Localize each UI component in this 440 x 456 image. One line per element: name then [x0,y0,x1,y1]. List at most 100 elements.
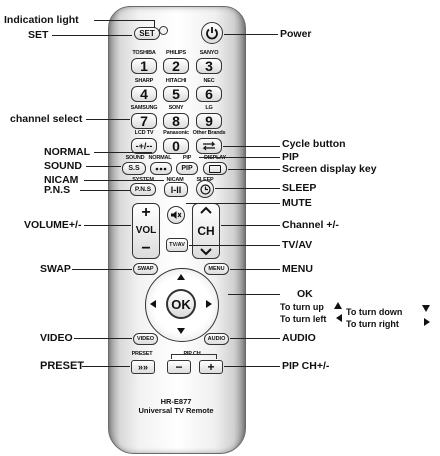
label-volume: VOLUME+/- [24,219,82,231]
menu-button[interactable]: MENU [204,263,229,275]
label-audio: AUDIO [282,332,316,344]
digit-1-button[interactable]: 1 [131,58,157,74]
pipch-plus-button[interactable]: + [199,360,223,374]
dpad-right-button[interactable] [204,298,214,310]
nicam-mini-label: NICAM [166,177,184,183]
mute-speaker-icon [171,211,182,219]
label-sleep: SLEEP [282,182,317,194]
digit-7-button[interactable]: 7 [131,113,157,129]
dpad-up-button[interactable] [175,272,187,282]
label-nicam: NICAM [44,174,79,186]
mute-button[interactable] [167,206,185,224]
brand-label-lg: LG [205,105,213,111]
brand-label-panasonic: Panasonic [163,130,189,136]
model-number: HR-E877 [160,397,192,406]
dpad-left-button[interactable] [148,298,158,310]
label-turn-down: To turn down [346,307,403,317]
brand-label-other-brands: Other Brands [192,130,226,136]
normal-button[interactable] [150,162,172,175]
label-mute: MUTE [282,197,312,209]
leader-sleep [215,188,280,189]
label-normal: NORMAL [44,146,91,158]
sound-button[interactable]: S.S [122,162,146,175]
audio-button[interactable]: AUDIO [204,333,229,345]
turn-left-icon [336,314,342,322]
leader-channel [221,225,280,226]
turn-up-icon [334,302,342,309]
leader-indication-light-drop [154,20,155,28]
swap-button[interactable]: SWAP [133,263,158,275]
leader-ok [228,294,280,295]
brand-label-hitachi: HITACHI [165,78,187,84]
leader-cycle-button [223,146,280,147]
label-channel-select: channel select [10,113,83,125]
cycle-arrows-icon [202,141,216,151]
leader-swap [72,269,132,270]
normal-mini-label: NORMAL [148,155,172,161]
leader-tvav [189,245,280,246]
digit-4-button[interactable]: 4 [131,86,157,102]
leader-set [52,35,132,36]
volume-down-label: − [141,240,151,257]
leader-audio [230,338,280,339]
dots-icon [155,167,167,170]
screen-display-button[interactable] [203,162,227,175]
video-button[interactable]: VIDEO [133,333,158,345]
triangle-left-icon [150,300,156,308]
label-tvav: TV/AV [282,239,313,251]
brand-label-nec: NEC [203,78,215,84]
pip-button[interactable]: PIP [176,162,198,175]
sleep-button[interactable] [196,180,214,198]
digit-5-button[interactable]: 5 [163,86,189,102]
label-turn-right: To turn right [346,319,399,329]
pipch-bracket [171,354,217,359]
digit-8-button[interactable]: 8 [163,113,189,129]
remote-control-body [108,6,246,454]
dash-button[interactable]: -+/-- [131,138,157,154]
brand-label-sharp: SHARP [134,78,154,84]
nicam-button[interactable]: I-II [164,182,188,197]
pipch-minus-button[interactable]: − [167,360,191,374]
triangle-right-icon [206,300,212,308]
preset-mini-label: PRESET [131,351,153,357]
leader-pns [80,190,130,191]
model-subtitle: Universal TV Remote [138,406,214,415]
digit-0-button[interactable]: 0 [163,138,189,154]
leader-power [224,34,278,35]
display-icon [209,164,221,173]
digit-2-button[interactable]: 2 [163,58,189,74]
power-button[interactable] [201,22,223,44]
clock-icon [199,183,211,195]
label-menu: MENU [282,263,313,275]
brand-label-sanyo: SANYO [199,50,219,56]
preset-button[interactable]: »» [131,360,155,374]
label-turn-up: To turn up [280,302,324,312]
channel-rocker[interactable]: CH [192,203,220,259]
label-pns: P.N.S [44,184,71,196]
leader-volume [84,225,131,226]
digit-3-button[interactable]: 3 [196,58,222,74]
pns-button[interactable]: P.N.S [130,183,156,196]
label-screen-display-key: Screen display key [282,163,377,175]
label-cycle-button: Cycle button [282,138,346,150]
cycle-button[interactable] [196,138,222,154]
triangle-down-icon [177,328,185,334]
indication-light-icon [159,26,168,35]
leader-screen-display-key [228,169,280,170]
ok-button[interactable]: OK [166,289,196,319]
digit-9-button[interactable]: 9 [196,113,222,129]
label-preset: PRESET [40,360,85,372]
digit-6-button[interactable]: 6 [196,86,222,102]
label-ok: OK [297,288,313,300]
brand-label-philips: PHILIPS [166,50,186,56]
leader-nicam [84,180,164,181]
brand-label-sony: SONY [168,105,184,111]
volume-rocker[interactable]: + VOL − [132,203,160,259]
sound-mini-label: SOUND [125,155,145,161]
label-swap: SWAP [40,263,71,275]
volume-label: VOL [135,225,157,236]
tvav-button[interactable]: TV/AV [166,238,188,252]
set-button[interactable]: SET [134,27,160,40]
volume-up-label: + [141,204,151,221]
dpad-down-button[interactable] [175,326,187,336]
